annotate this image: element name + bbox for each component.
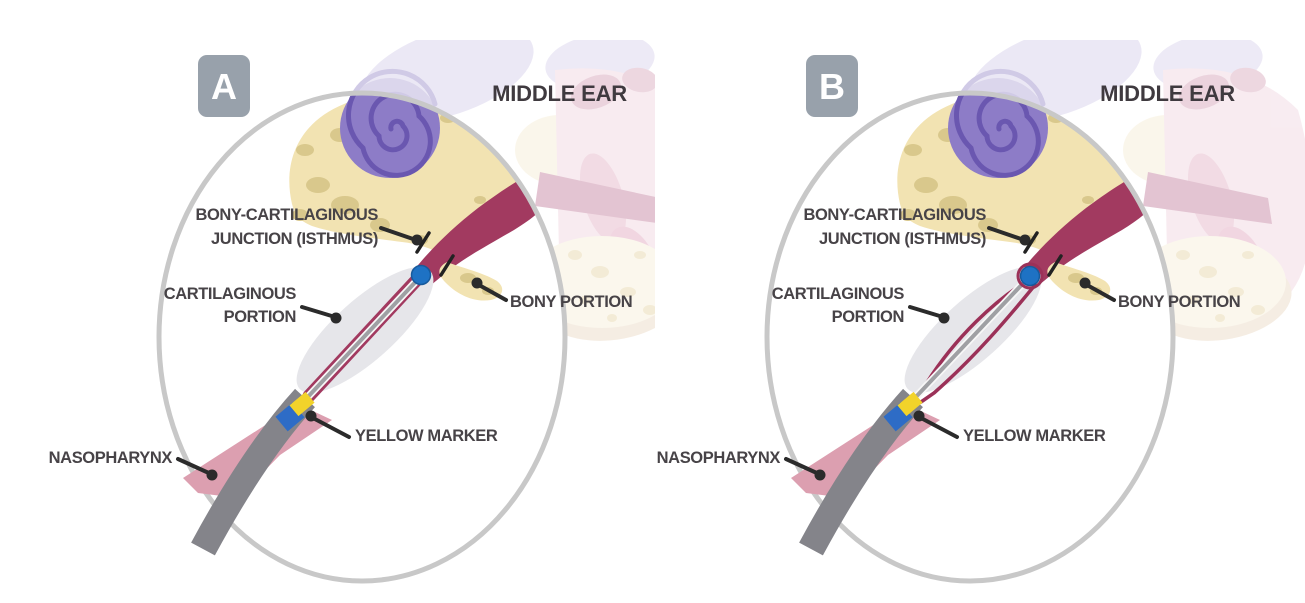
blue-tip-marker	[410, 264, 432, 286]
balloon-tip-ring	[1016, 262, 1044, 290]
panel-b-badge-letter: B	[819, 66, 845, 107]
panel-b: B	[654, 5, 1305, 584]
balloon-catheter-inflated	[909, 262, 1044, 404]
catheter-wire	[303, 274, 423, 402]
catheter-wire	[911, 275, 1031, 402]
balloon-wall-right	[919, 283, 1037, 404]
balloon-catheter-deflated	[301, 264, 432, 404]
magnifier-ring	[764, 90, 1176, 584]
blue-tip-marker	[1019, 265, 1041, 287]
panel-a: A	[46, 5, 704, 584]
panel-a-badge-letter: A	[211, 66, 237, 107]
magnifier-ring	[156, 90, 568, 584]
